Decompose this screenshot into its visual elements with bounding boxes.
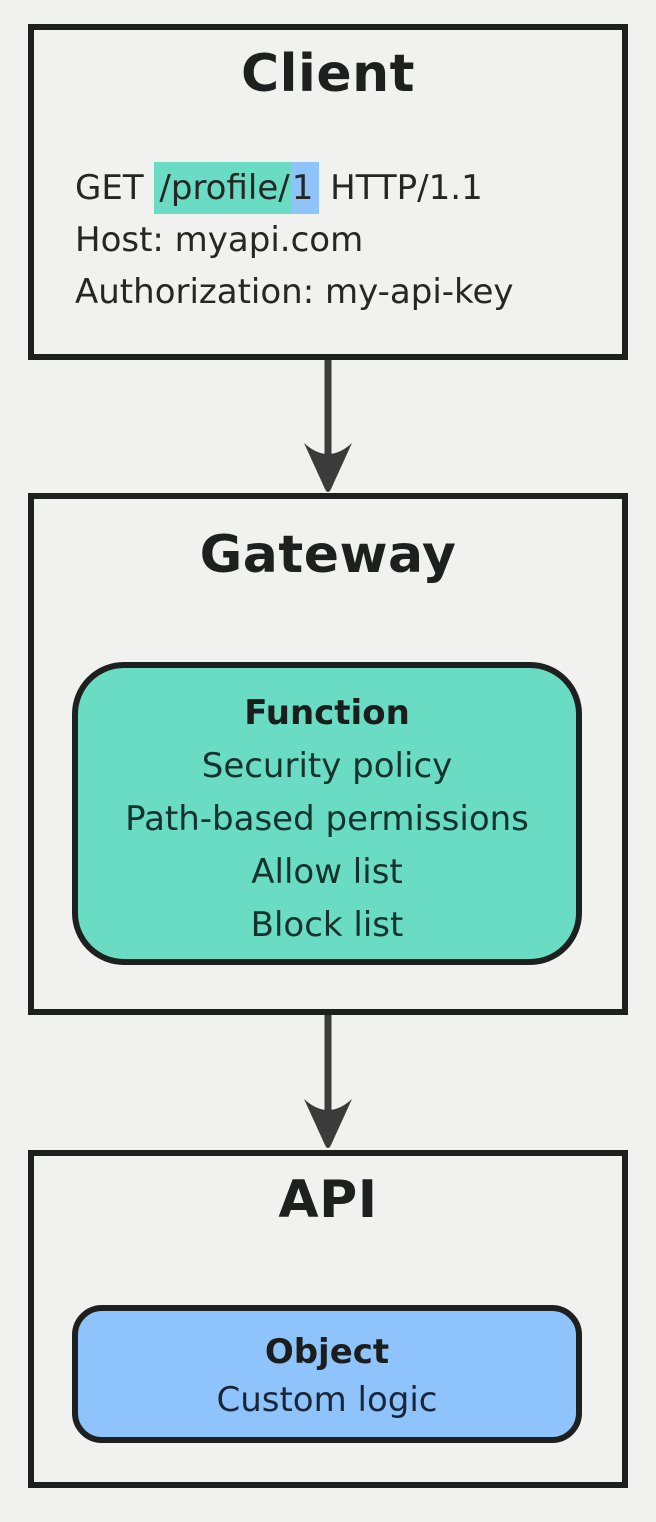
object-item: Custom logic	[216, 1380, 438, 1420]
object-box: Object Custom logic	[72, 1305, 582, 1443]
gateway-title: Gateway	[199, 525, 457, 585]
function-box-title: Function	[244, 693, 410, 733]
path-highlight: /profile/	[154, 162, 291, 214]
function-item: Block list	[250, 905, 404, 945]
arrow-down-icon	[304, 360, 352, 492]
request-line: GET /profile/1 HTTP/1.1	[75, 162, 602, 214]
client-title: Client	[241, 44, 415, 104]
function-item: Path-based permissions	[125, 799, 529, 839]
authorization-line: Authorization: my-api-key	[75, 272, 514, 312]
http-method: GET	[75, 168, 155, 208]
host-line: Host: myapi.com	[75, 220, 364, 260]
id-highlight: 1	[290, 162, 320, 214]
gateway-node: Gateway Function Security policy Path-ba…	[28, 493, 628, 1015]
function-item: Allow list	[251, 852, 403, 892]
api-title: API	[278, 1170, 378, 1230]
arrow-down-icon	[304, 1015, 352, 1148]
function-box: Function Security policy Path-based perm…	[72, 662, 582, 965]
object-box-title: Object	[264, 1332, 390, 1372]
http-request: GET /profile/1 HTTP/1.1 Host: myapi.com …	[75, 162, 602, 318]
client-node: Client GET /profile/1 HTTP/1.1 Host: mya…	[28, 24, 628, 360]
http-protocol: HTTP/1.1	[319, 168, 483, 208]
api-node: API Object Custom logic	[28, 1150, 628, 1488]
function-item: Security policy	[201, 746, 453, 786]
